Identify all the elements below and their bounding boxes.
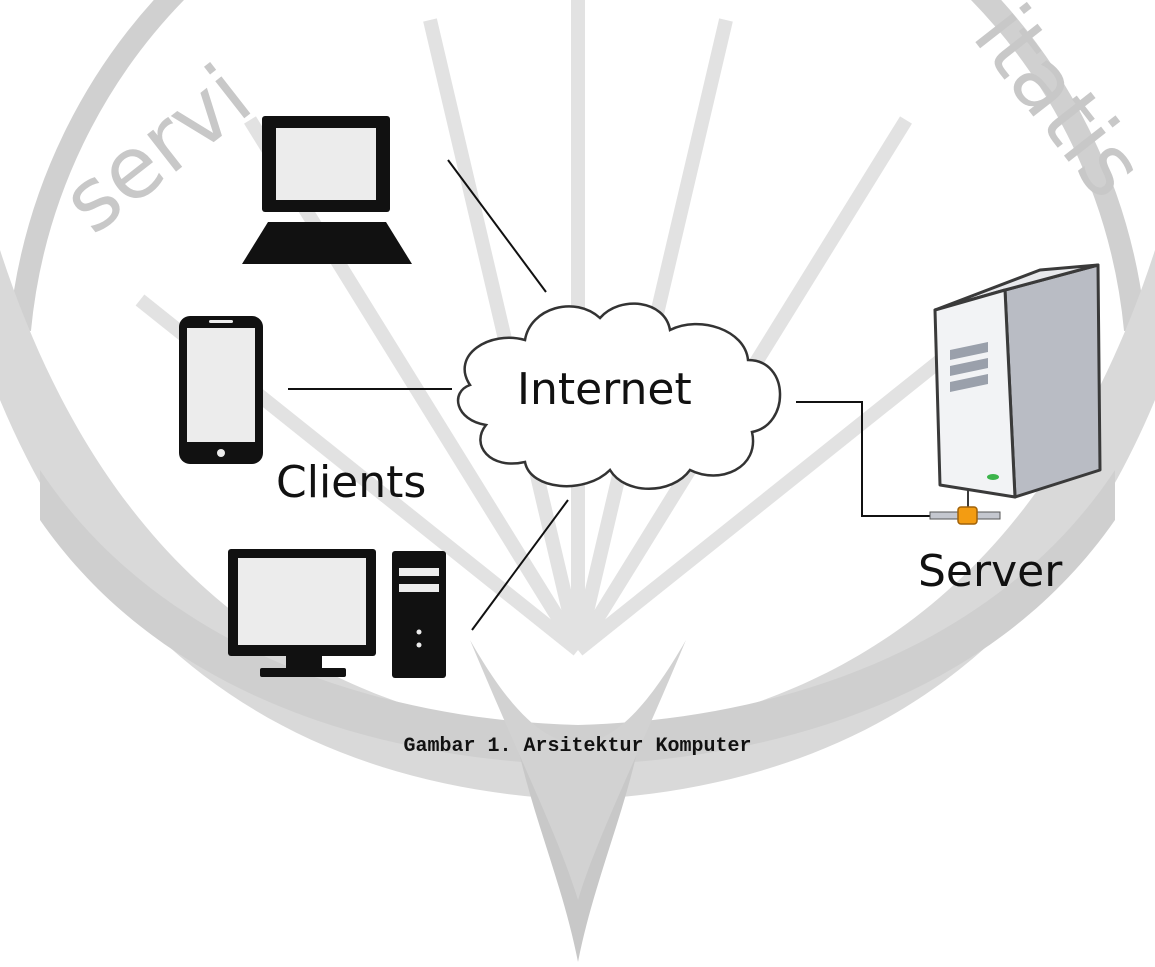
internet-cloud [456,302,782,490]
smartphone-icon [179,316,263,464]
internet-label: Internet [517,364,692,415]
desktop-connection-line [471,499,569,631]
desktop-computer-icon [228,549,446,678]
clients-label: Clients [276,457,427,508]
power-light-icon [987,474,999,480]
server-connection-line [796,401,938,517]
laptop-icon [242,116,412,264]
network-connector-icon [957,506,978,525]
server-icon [929,263,1102,525]
figure-caption: Gambar 1. Arsitektur Komputer [403,735,752,758]
server-label: Server [918,546,1063,597]
watermark-band-2 [40,470,1115,765]
watermark-text-right: itatis [954,0,1155,216]
desktop-tower-icon [392,551,446,678]
watermark-outer-ring [9,0,1146,332]
watermark-text-left: servi [44,46,269,253]
watermark-drop-inner [470,640,686,900]
connection-lines [288,159,938,631]
laptop-connection-line [447,159,547,293]
